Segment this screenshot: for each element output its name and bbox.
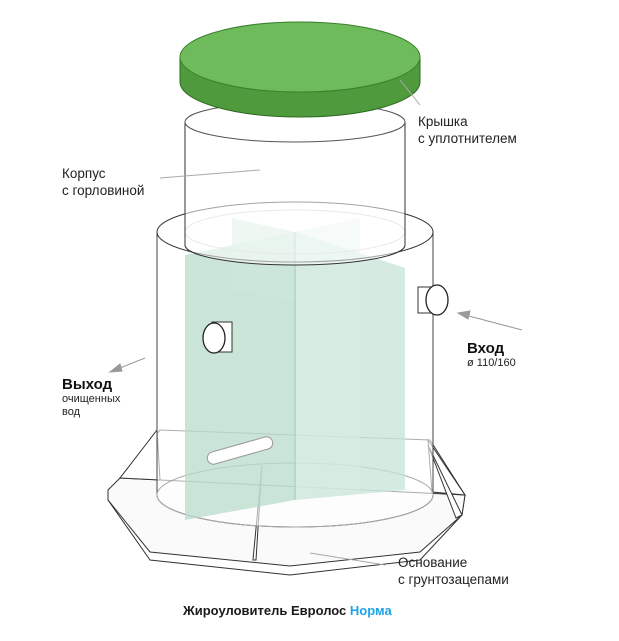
body-label-line2: с горловиной [62, 183, 145, 198]
base-label: Основание с грунтозацепами [398, 554, 509, 588]
lid-label-line2: с уплотнителем [418, 131, 517, 146]
base-label-line1: Основание [398, 555, 468, 570]
inlet-pipe [417, 284, 449, 316]
tank-neck [184, 101, 406, 266]
base-label-line2: с грунтозацепами [398, 572, 509, 587]
inlet-title: Вход [467, 340, 505, 357]
lid-label-line1: Крышка [418, 114, 468, 129]
inlet-sub: ø 110/160 [467, 357, 516, 369]
lid [179, 21, 421, 118]
outlet-sub1: очищенных [62, 393, 121, 405]
body-label: Корпус с горловиной [62, 165, 144, 199]
body-label-line1: Корпус [62, 166, 106, 181]
outlet-sub2: вод [62, 406, 81, 418]
product-title-main: Жироуловитель Евролос [183, 603, 347, 618]
arrow-icon [108, 310, 523, 373]
inlet-label: Вход ø 110/160 [467, 340, 516, 370]
leader-lines [159, 79, 421, 566]
outlet-label: Выход очищенных вод [62, 376, 120, 419]
lid-label: Крышка с уплотнителем [418, 113, 517, 147]
outlet-pipe [202, 321, 233, 354]
outlet-title: Выход [62, 376, 113, 393]
product-title: Жироуловитель Евролос Норма [183, 603, 392, 618]
product-title-accent: Норма [349, 603, 392, 618]
